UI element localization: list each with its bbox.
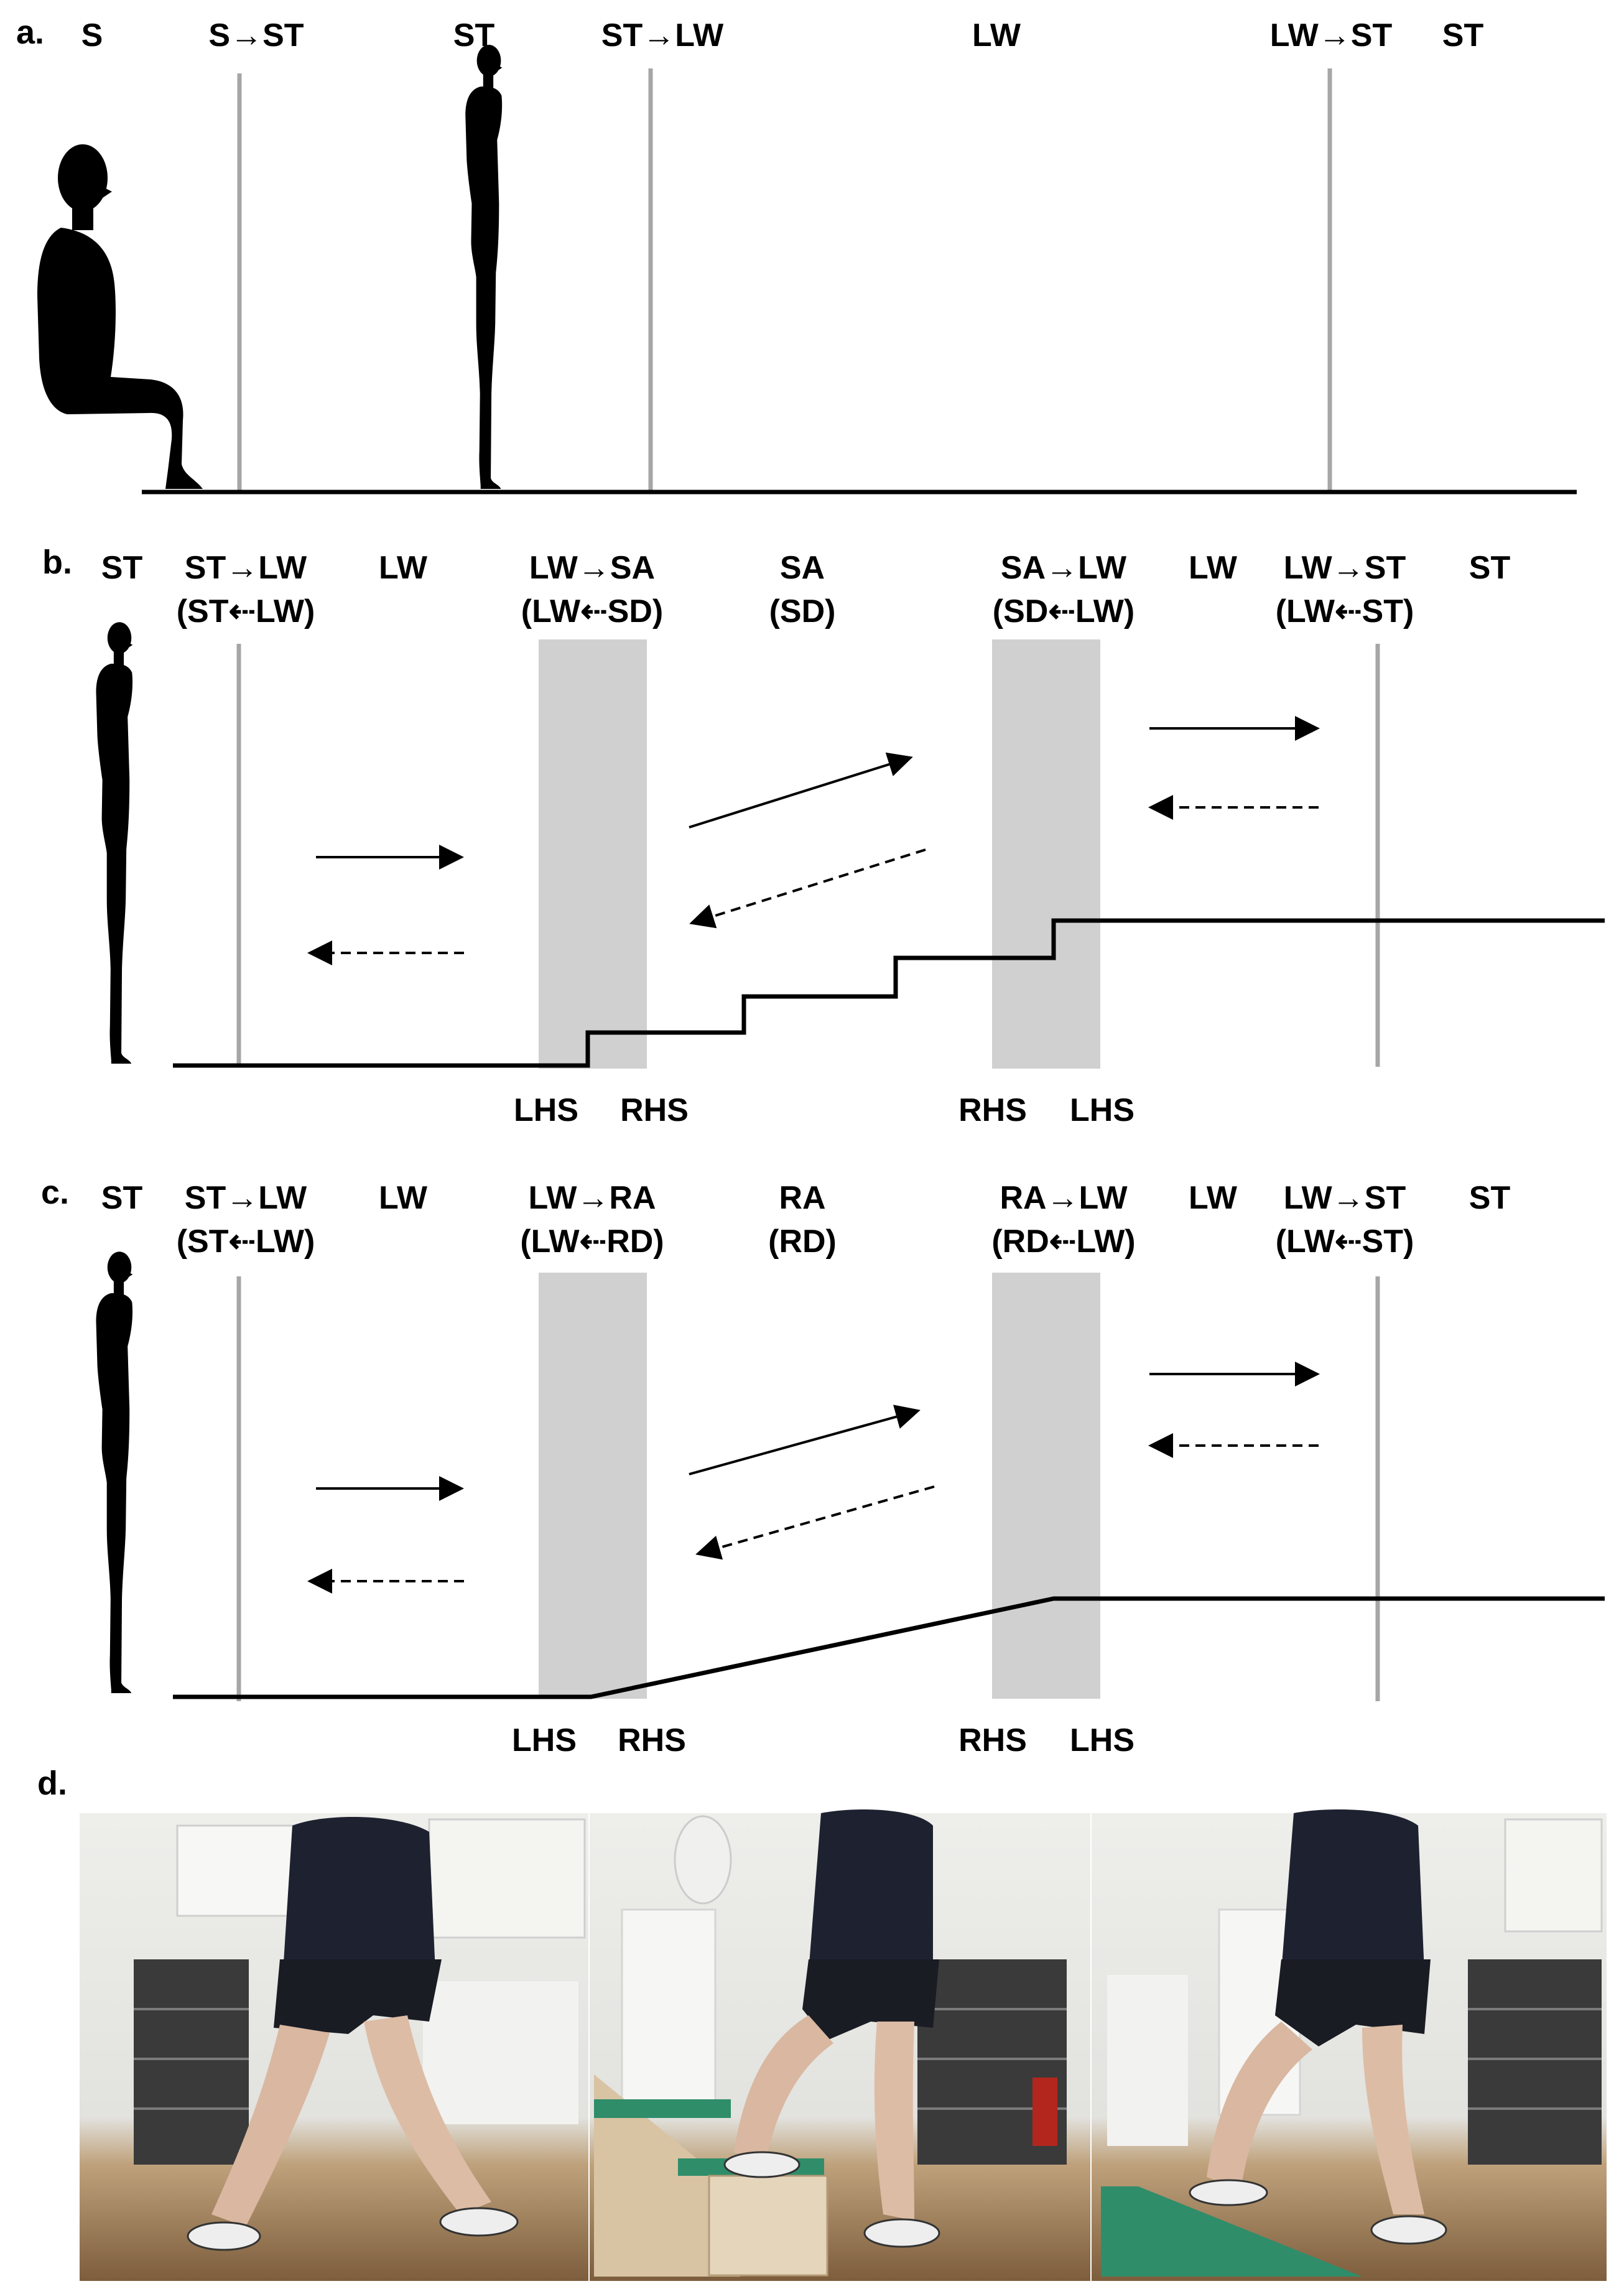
label-lw: LW xyxy=(1189,550,1238,586)
label-lhs: LHS xyxy=(514,1092,578,1128)
label-lw-from-sd: (LW⇠SD) xyxy=(521,593,663,629)
standing-person-silhouette xyxy=(96,622,133,1064)
transition-band xyxy=(539,639,647,1069)
seated-person-silhouette xyxy=(37,144,203,489)
ramp-profile xyxy=(173,1596,1605,1699)
label-st-to-lw: ST→LW xyxy=(185,550,307,586)
label-st-end: ST xyxy=(1469,550,1511,586)
label-sa: SA xyxy=(780,550,825,586)
label-st: ST xyxy=(101,1180,143,1216)
label-sd: (SD) xyxy=(769,593,836,629)
panel-c: c. ST ST→LW LW LW→RA RA RA→LW LW LW→ST S… xyxy=(41,1174,1605,1758)
label-sd-from-lw: (SD⇠LW) xyxy=(993,593,1134,629)
label-rhs: RHS xyxy=(958,1092,1027,1128)
label-s-to-st: S→ST xyxy=(208,17,304,53)
level-walking-photo xyxy=(80,1813,588,2281)
label-lw-to-ra: LW→RA xyxy=(528,1180,656,1216)
ramp-ascent-photo xyxy=(1092,1809,1607,2281)
label-lw-to-sa: LW→SA xyxy=(529,550,655,586)
label-s: S xyxy=(81,17,103,53)
label-lw-from-st: (LW⇠ST) xyxy=(1276,1224,1414,1260)
label-lw: LW xyxy=(972,17,1021,53)
label-rhs: RHS xyxy=(958,1722,1027,1758)
label-lw-from-rd: (LW⇠RD) xyxy=(520,1224,664,1260)
label-lw-to-st: LW→ST xyxy=(1284,550,1406,586)
standing-person-silhouette xyxy=(96,1251,133,1693)
label-st-from-lw: (ST⇠LW) xyxy=(177,593,315,629)
label-st-from-lw: (ST⇠LW) xyxy=(177,1224,315,1260)
forward-arrow xyxy=(689,752,913,829)
label-rd-from-lw: (RD⇠LW) xyxy=(991,1224,1135,1260)
forward-arrow xyxy=(689,1405,921,1475)
label-sa-to-lw: SA→LW xyxy=(1001,550,1127,586)
label-lw: LW xyxy=(1189,1180,1238,1216)
label-lhs: LHS xyxy=(512,1722,577,1758)
panel-b: b. ST ST→LW LW LW→SA SA SA→LW LW LW→ST S… xyxy=(42,544,1605,1128)
standing-person-silhouette xyxy=(465,45,503,490)
panel-b-letter: b. xyxy=(42,544,72,581)
label-st-to-lw: ST→LW xyxy=(185,1180,307,1216)
label-rhs: RHS xyxy=(620,1092,689,1128)
panel-a-letter: a. xyxy=(16,14,44,51)
panel-d-letter: d. xyxy=(37,1765,67,1802)
label-st: ST xyxy=(101,550,143,586)
transition-band xyxy=(992,1273,1100,1699)
panel-d: d. xyxy=(37,1765,1607,2281)
label-rhs: RHS xyxy=(618,1722,686,1758)
label-st-end: ST xyxy=(1469,1180,1511,1216)
label-lw-from-st: (LW⇠ST) xyxy=(1276,593,1414,629)
label-lhs: LHS xyxy=(1070,1722,1134,1758)
label-lw: LW xyxy=(379,1180,428,1216)
label-st-to-lw: ST→LW xyxy=(601,17,724,53)
panel-a: a. S S→ST ST ST→LW LW LW→ST ST xyxy=(16,14,1577,495)
reverse-arrow xyxy=(689,848,926,929)
reverse-arrow xyxy=(695,1485,935,1560)
label-lw-to-st: LW→ST xyxy=(1284,1180,1406,1216)
stair-ascent-photo xyxy=(590,1809,1090,2281)
label-ra-to-lw: RA→LW xyxy=(1000,1180,1128,1216)
label-lhs: LHS xyxy=(1070,1092,1134,1128)
transition-band xyxy=(992,639,1100,1069)
label-rd: (RD) xyxy=(768,1224,837,1260)
label-lw: LW xyxy=(379,550,428,586)
transition-band xyxy=(539,1273,647,1699)
stair-profile xyxy=(173,918,1605,1068)
label-st-end: ST xyxy=(1442,17,1484,53)
panel-c-letter: c. xyxy=(41,1174,69,1211)
label-lw-to-st: LW→ST xyxy=(1270,17,1393,53)
label-ra: RA xyxy=(779,1180,825,1216)
